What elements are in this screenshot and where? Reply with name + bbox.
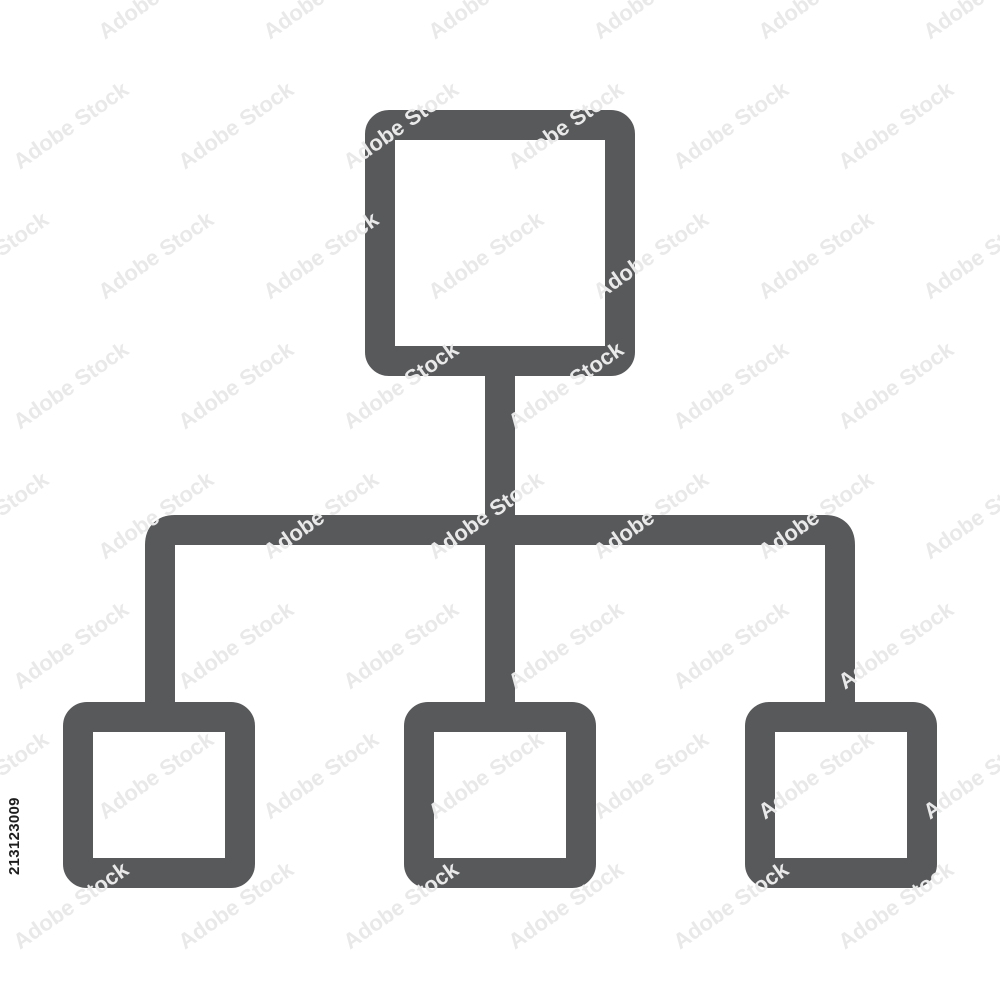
root-node-box [365, 110, 635, 376]
branch-connector-line [145, 515, 855, 717]
child-node-box-left [63, 702, 255, 888]
child-node-box-right [745, 702, 937, 888]
child-node-box-center [404, 702, 596, 888]
